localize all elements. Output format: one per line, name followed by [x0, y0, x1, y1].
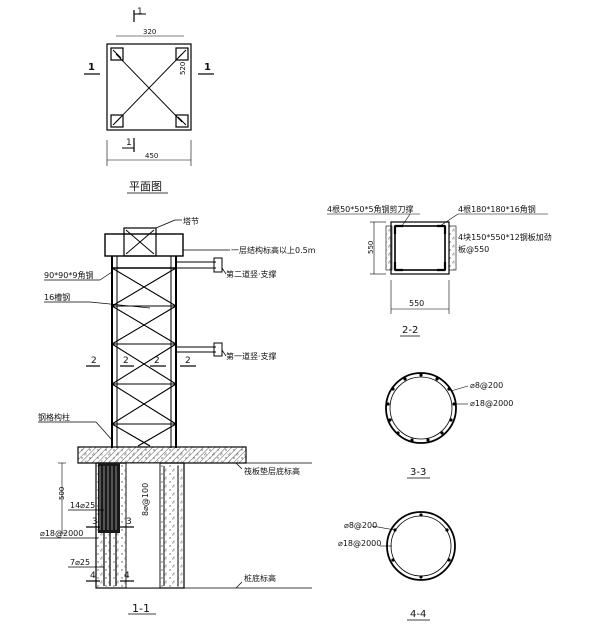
mark-2-left: 2 — [91, 356, 97, 366]
label-tower-section: 塔节 — [183, 216, 199, 226]
plan-section-mark-top: 1 — [137, 7, 143, 17]
section44-label-stirrup: ⌀8@200 — [344, 521, 377, 530]
label-plate: 4块150*550*12钢板加劲 — [458, 232, 552, 242]
mark-4-left: 4 — [90, 571, 96, 581]
plan-column — [175, 114, 189, 128]
plan-dim-bottom: 450 — [145, 152, 158, 160]
section22-dim-left: 550 — [367, 241, 375, 254]
label-pile-bottom: 桩底标高 — [244, 573, 276, 583]
elevation-title: 1-1 — [132, 602, 150, 615]
elevation-view: 塔节 一层结构标高以上0.5m 第二道竖·支撑 第一道竖·支撑 90*90*9角… — [38, 216, 316, 615]
section33-ring — [385, 372, 457, 444]
section44-ring — [386, 511, 456, 581]
mark-2-right: 2 — [185, 356, 191, 366]
section44-label-spiral: ⌀18@2000 — [338, 539, 381, 548]
plan-column — [110, 47, 124, 61]
section22-dim-bottom: 550 — [409, 299, 424, 308]
rebar-main2: 7⌀25 — [70, 558, 90, 567]
label-angle: 90*90*9角钢 — [44, 270, 93, 280]
plan-section-mark-left: 1 — [88, 62, 95, 73]
section33-label-spiral: ⌀18@2000 — [470, 399, 513, 408]
plan-view: 1 320 520 1 1 1 450 平面图 — [84, 7, 214, 194]
plan-title: 平面图 — [129, 180, 162, 193]
section33-label-stirrup: ⌀8@200 — [470, 381, 503, 390]
plan-column — [175, 47, 189, 61]
rebar-cage — [98, 463, 120, 533]
mark-2-mid1: 2 — [123, 356, 129, 366]
mark-2-mid2: 2 — [154, 356, 160, 366]
label-level: 一层结构标高以上0.5m — [231, 245, 316, 255]
section-2-2: 4根50*50*5角钢剪刀撑 4根180*180*16角钢 4块150*550*… — [327, 204, 552, 337]
rebar-stirrup: 8⌀@100 — [141, 483, 150, 516]
plan-column — [110, 114, 124, 128]
section-4-4: ⌀8@200 ⌀18@2000 4-4 — [338, 511, 456, 621]
mark-3-right: 3 — [126, 517, 132, 527]
elevation-dim-left: 500 — [58, 487, 66, 500]
plan-outline — [106, 43, 192, 131]
label-column: 钢格构柱 — [38, 412, 70, 422]
label-raft: 筏板垫层底标高 — [244, 466, 300, 476]
label-brace-first: 第一道竖·支撑 — [226, 351, 277, 361]
label-angle-small: 4根50*50*5角钢剪刀撑 — [327, 204, 414, 214]
mark-4-right: 4 — [124, 571, 130, 581]
section22-title: 2-2 — [402, 325, 418, 336]
label-angle-big: 4根180*180*16角钢 — [458, 204, 536, 214]
plan-section-mark-right: 1 — [204, 62, 211, 73]
rebar-spiral1: ⌀18@2000 — [40, 529, 83, 538]
label-brace-second: 第二道竖·支撑 — [226, 269, 277, 279]
section44-title: 4-4 — [410, 609, 426, 620]
section-3-3: ⌀8@200 ⌀18@2000 3-3 — [385, 372, 513, 479]
section33-title: 3-3 — [410, 467, 426, 478]
plan-section-mark-bottom: 1 — [126, 138, 132, 148]
mark-3-left: 3 — [92, 517, 98, 527]
plan-dim-top: 320 — [143, 28, 156, 36]
section22-outline — [390, 221, 450, 275]
rebar-main1: 14⌀25 — [70, 501, 95, 510]
label-plate-spacing: 板@550 — [458, 244, 489, 254]
plan-dim-right: 520 — [179, 62, 187, 75]
label-channel: 16槽钢 — [44, 292, 70, 302]
